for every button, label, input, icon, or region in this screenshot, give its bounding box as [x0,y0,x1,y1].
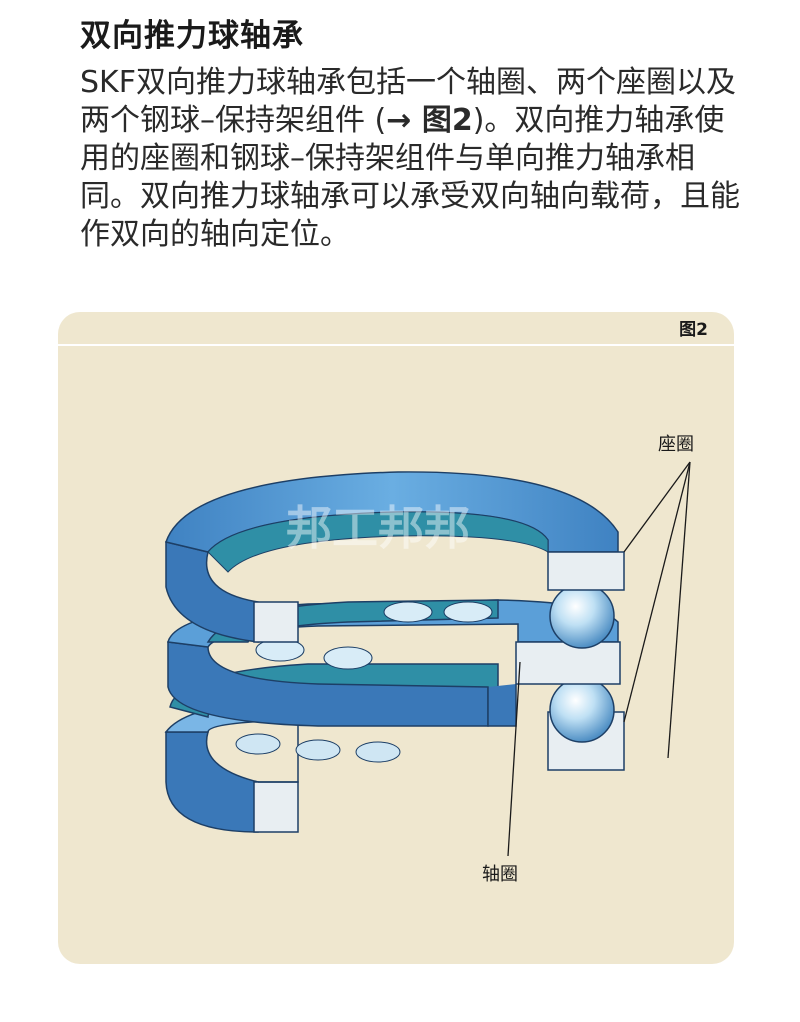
callout-shaft-washer: 轴圈 [482,864,518,885]
callout-seat-washer: 座圈 [658,434,694,455]
leader-lines [507,461,691,857]
paragraph-text-1: SKF双向推力球轴承包括一个轴圈、两个座圈以及两个钢球–保持架组件 ( [80,65,736,138]
figure-label: 图2 [679,320,708,340]
figure-reference-link[interactable]: → 图2 [386,103,473,138]
section-title: 双向推力球轴承 [80,18,304,54]
bearing-illustration: 邦工邦邦 [164,461,691,857]
figure-header: 图2 [58,312,734,346]
top-seat-washer [165,471,625,643]
paragraph-text-2: )。双向推力轴承使用的座圈和钢球–保持架组件与单向推力轴承相同。双向推力球轴承可… [80,103,740,252]
watermark-text: 邦工邦邦 [286,501,470,555]
figure-panel: 图2 [58,312,734,964]
body-paragraph: SKF双向推力球轴承包括一个轴圈、两个座圈以及两个钢球–保持架组件 (→ 图2)… [80,64,740,254]
